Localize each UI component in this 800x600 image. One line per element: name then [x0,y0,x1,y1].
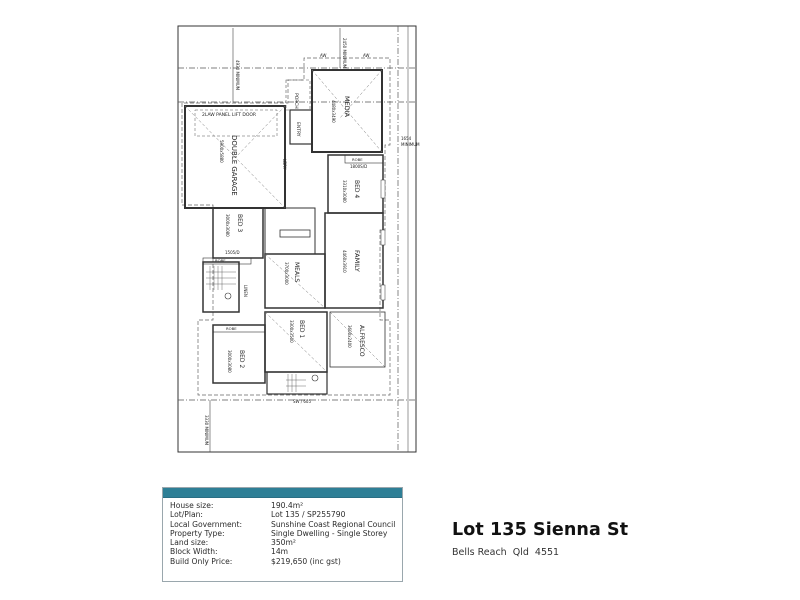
svg-text:3000x3080: 3000x3080 [227,350,232,373]
svg-text:1505/D: 1505/D [225,250,240,255]
svg-text:BED 1: BED 1 [298,320,305,338]
svg-text:LDRY: LDRY [282,159,287,170]
svg-text:1654: 1654 [401,136,412,141]
svg-text:ROBE: ROBE [215,258,226,263]
svg-text:SW / 605: SW / 605 [293,399,311,404]
info-value: 14m [271,547,289,557]
svg-text:4480x3490: 4480x3490 [331,100,336,123]
svg-text:ROBE: ROBE [226,326,237,331]
floor-plan: 4930 MINIMUM 2450 MINIMUM 3330 MINIMUM 1… [177,25,420,453]
svg-text:3330 MINIMUM: 3330 MINIMUM [204,415,209,446]
info-table-header [163,488,402,498]
svg-text:FAMILY: FAMILY [353,250,361,272]
svg-text:3310x3080: 3310x3080 [342,180,347,203]
svg-text:ENTRY: ENTRY [295,122,301,137]
svg-text:3700x3000: 3700x3000 [284,262,289,285]
info-label: Lot/Plan: [170,510,203,520]
info-label: House size: [170,501,214,510]
svg-text:2LAW PANEL LIFT DOOR: 2LAW PANEL LIFT DOOR [202,112,256,118]
info-value: Lot 135 / SP255790 [271,510,346,520]
info-row-local-government: Local Government: Sunshine Coast Regiona… [170,520,402,529]
svg-text:AW: AW [320,53,327,58]
property-info-table: House size: 190.4m² Lot/Plan: Lot 135 / … [162,487,403,582]
svg-text:4930 MINIMUM: 4930 MINIMUM [235,60,240,91]
svg-text:AW: AW [363,53,370,58]
info-value: $219,650 (inc gst) [271,556,341,566]
svg-text:MEALS: MEALS [293,262,300,282]
info-row-house-size: House size: 190.4m² [170,501,402,510]
svg-text:3000x3080: 3000x3080 [225,214,230,237]
info-value: 350m² [271,538,296,548]
info-row-lot-plan: Lot/Plan: Lot 135 / SP255790 [170,510,402,519]
svg-text:LINEN: LINEN [243,285,248,297]
info-value: Single Dwelling - Single Storey [271,528,388,538]
info-row-build-price: Build Only Price: $219,650 (inc gst) [170,557,402,566]
info-label: Property Type: [170,528,225,538]
svg-text:ROBE: ROBE [352,157,363,162]
info-row-land-size: Land size: 350m² [170,538,402,547]
info-label: Block Width: [170,547,218,557]
address-subtitle: Bells Reach Qld 4551 [452,547,560,558]
svg-text:PORCH: PORCH [293,93,299,109]
svg-text:2450 MINIMUM: 2450 MINIMUM [342,38,347,69]
svg-text:ALFRESCO: ALFRESCO [358,325,365,357]
svg-text:BED 2: BED 2 [238,350,245,368]
info-label: Land size: [170,538,209,548]
svg-text:BED 4: BED 4 [353,180,360,198]
svg-text:MEDIA: MEDIA [343,96,351,118]
svg-text:3600x2400: 3600x2400 [347,325,352,348]
info-label: Local Government: [170,519,243,529]
svg-text:4460x3910: 4460x3910 [342,250,347,273]
address-title: Lot 135 Sienna St [452,520,629,540]
info-value: Sunshine Coast Regional Council [271,519,396,529]
floor-plan-drawing: 4930 MINIMUM 2450 MINIMUM 3330 MINIMUM 1… [177,25,420,453]
svg-text:3300x3500: 3300x3500 [289,320,294,343]
svg-text:BED 3: BED 3 [236,214,243,232]
info-row-property-type: Property Type: Single Dwelling - Single … [170,529,402,538]
info-label: Build Only Price: [170,556,233,566]
svg-text:1800S/D: 1800S/D [350,164,367,169]
info-value: 190.4m² [271,501,304,510]
svg-text:MINIMUM: MINIMUM [401,142,420,147]
svg-text:DOUBLE GARAGE: DOUBLE GARAGE [230,135,238,196]
info-row-block-width: Block Width: 14m [170,547,402,556]
svg-text:5900x5880: 5900x5880 [219,140,224,163]
